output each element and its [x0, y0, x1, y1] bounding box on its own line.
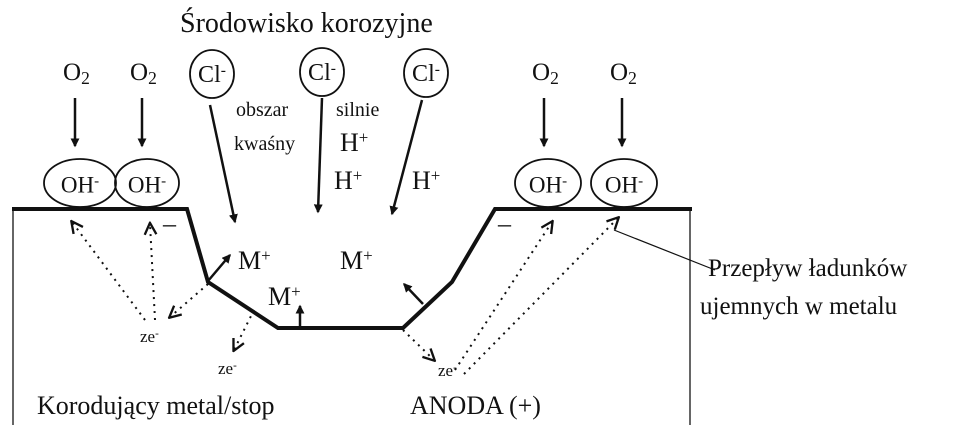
electron-path: [72, 222, 146, 321]
minus-sign: –: [498, 209, 511, 238]
electron-path: [463, 218, 618, 375]
flow-label-line1: Przepływ ładunków: [708, 255, 908, 282]
metal-ion-arrow: [403, 283, 424, 305]
electron-label: ze-: [140, 327, 159, 346]
oxygen-label: O2: [610, 59, 637, 89]
flow-label-line2: ujemnych w metalu: [700, 293, 898, 320]
electron-label: ze-: [218, 359, 237, 378]
chloride-oval: [189, 49, 235, 99]
metal-ion-label: M+: [268, 282, 301, 311]
electron-path: [150, 224, 155, 321]
hydroxide-oval: [590, 158, 658, 208]
electron-path: [454, 222, 552, 371]
environment-title: Środowisko korozyjne: [180, 8, 433, 39]
hydrogen-label: H+: [334, 166, 363, 195]
oxygen-label: O2: [130, 59, 157, 89]
hydroxide-label: OH-: [604, 172, 644, 198]
metal-label: Korodujący metal/stop: [37, 391, 275, 420]
hydrogen-label: H+: [412, 166, 441, 195]
electron-label: ze-: [438, 361, 457, 380]
hydroxide-oval: [514, 158, 582, 208]
hydrogen-label: H+: [340, 128, 369, 157]
flow-leader-line: [613, 229, 716, 271]
hydroxide-label: OH-: [60, 172, 100, 198]
region-label-line2: kwaśny: [234, 133, 296, 155]
metal-ion-label: M+: [238, 246, 271, 275]
region-label-line1: obszar: [236, 99, 289, 121]
chloride-label: Cl-: [198, 61, 226, 88]
chloride-arrow: [313, 97, 324, 214]
chloride-label: Cl-: [308, 59, 336, 86]
oxygen-label: O2: [532, 59, 559, 89]
electron-path: [170, 283, 209, 317]
hydroxide-label: OH-: [127, 172, 167, 198]
metal-ion-label: M+: [340, 246, 373, 275]
electron-path: [234, 309, 255, 350]
electron-path: [402, 329, 434, 360]
hydroxide-label: OH-: [528, 172, 568, 198]
oxygen-label: O2: [63, 59, 90, 89]
chloride-arrow: [389, 99, 424, 216]
chloride-oval: [403, 48, 449, 98]
chloride-arrow: [208, 104, 238, 224]
hydroxide-oval: [114, 158, 180, 208]
strong-label: silnie: [336, 99, 380, 121]
metal-surface-with-pit: [12, 207, 692, 330]
chloride-label: Cl-: [412, 60, 440, 87]
hydroxide-oval: [43, 158, 117, 208]
minus-sign: –: [163, 209, 176, 238]
metal-ion-arrow: [207, 253, 231, 282]
anode-label: ANODA (+): [410, 391, 541, 420]
chloride-oval: [299, 47, 345, 97]
